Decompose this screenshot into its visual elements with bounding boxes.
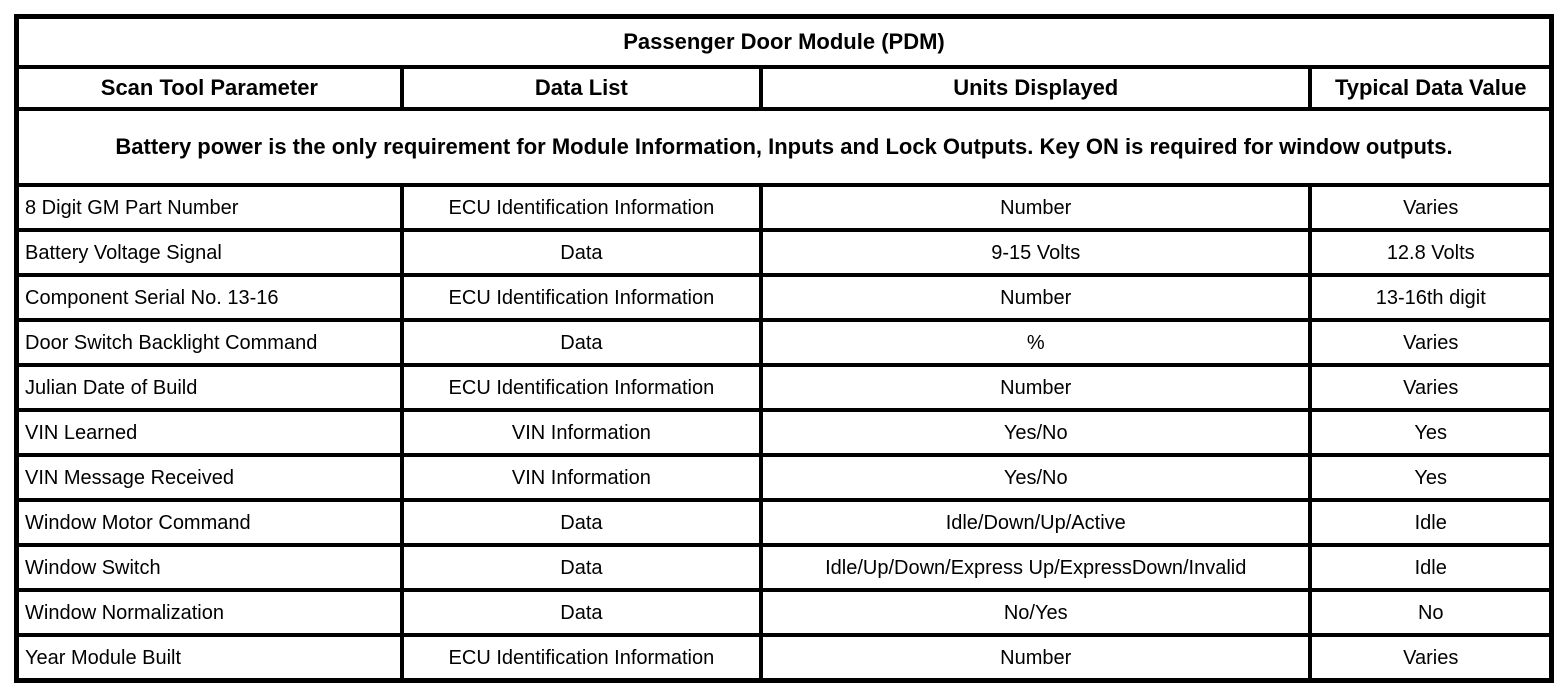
table-cell: ECU Identification Information	[399, 363, 763, 412]
table-cell: 12.8 Volts	[1308, 228, 1554, 277]
table-cell: Window Switch	[14, 543, 404, 592]
table-cell: Idle	[1308, 543, 1554, 592]
table-cell: Data	[399, 318, 763, 367]
table-cell: Julian Date of Build	[14, 363, 404, 412]
table-cell: ECU Identification Information	[399, 273, 763, 322]
table-cell: 8 Digit GM Part Number	[14, 183, 404, 232]
table-cell: ECU Identification Information	[399, 633, 763, 683]
table-cell: Yes	[1308, 408, 1554, 457]
table-cell: 9-15 Volts	[758, 228, 1313, 277]
table-cell: Varies	[1308, 318, 1554, 367]
table-cell: Yes/No	[758, 408, 1313, 457]
table-cell: %	[758, 318, 1313, 367]
column-header-typical-data-value: Typical Data Value	[1308, 65, 1554, 111]
document-page: Passenger Door Module (PDM) Scan Tool Pa…	[14, 14, 1554, 683]
table-cell: Component Serial No. 13-16	[14, 273, 404, 322]
table-cell: Number	[758, 273, 1313, 322]
column-header-data-list: Data List	[399, 65, 763, 111]
table-cell: ECU Identification Information	[399, 183, 763, 232]
table-title: Passenger Door Module (PDM)	[14, 14, 1554, 69]
table-cell: Idle	[1308, 498, 1554, 547]
table-cell: Year Module Built	[14, 633, 404, 683]
pdm-scan-tool-table: Passenger Door Module (PDM) Scan Tool Pa…	[14, 14, 1554, 683]
table-cell: Data	[399, 588, 763, 637]
table-cell: Idle/Down/Up/Active	[758, 498, 1313, 547]
table-cell: Number	[758, 183, 1313, 232]
table-cell: Number	[758, 363, 1313, 412]
table-cell: Varies	[1308, 363, 1554, 412]
table-cell: No	[1308, 588, 1554, 637]
table-cell: Varies	[1308, 633, 1554, 683]
table-cell: Data	[399, 498, 763, 547]
table-note: Battery power is the only requirement fo…	[14, 107, 1554, 187]
table-cell: Door Switch Backlight Command	[14, 318, 404, 367]
table-cell: Window Normalization	[14, 588, 404, 637]
table-cell: Yes	[1308, 453, 1554, 502]
table-cell: Battery Voltage Signal	[14, 228, 404, 277]
table-cell: VIN Information	[399, 408, 763, 457]
table-cell: Data	[399, 543, 763, 592]
table-cell: VIN Learned	[14, 408, 404, 457]
table-cell: Window Motor Command	[14, 498, 404, 547]
table-cell: Data	[399, 228, 763, 277]
table-cell: Varies	[1308, 183, 1554, 232]
table-title-row: Passenger Door Module (PDM)	[14, 14, 1554, 69]
column-header-scan-tool-parameter: Scan Tool Parameter	[14, 65, 404, 111]
table-note-row: Battery power is the only requirement fo…	[14, 107, 1554, 187]
table-cell: Idle/Up/Down/Express Up/ExpressDown/Inva…	[758, 543, 1313, 592]
table-cell: Number	[758, 633, 1313, 683]
column-header-units-displayed: Units Displayed	[758, 65, 1313, 111]
table-cell: Yes/No	[758, 453, 1313, 502]
table-header-row: Scan Tool Parameter Data List Units Disp…	[14, 65, 1554, 111]
table-cell: No/Yes	[758, 588, 1313, 637]
table-cell: VIN Information	[399, 453, 763, 502]
table-cell: VIN Message Received	[14, 453, 404, 502]
table-cell: 13-16th digit	[1308, 273, 1554, 322]
